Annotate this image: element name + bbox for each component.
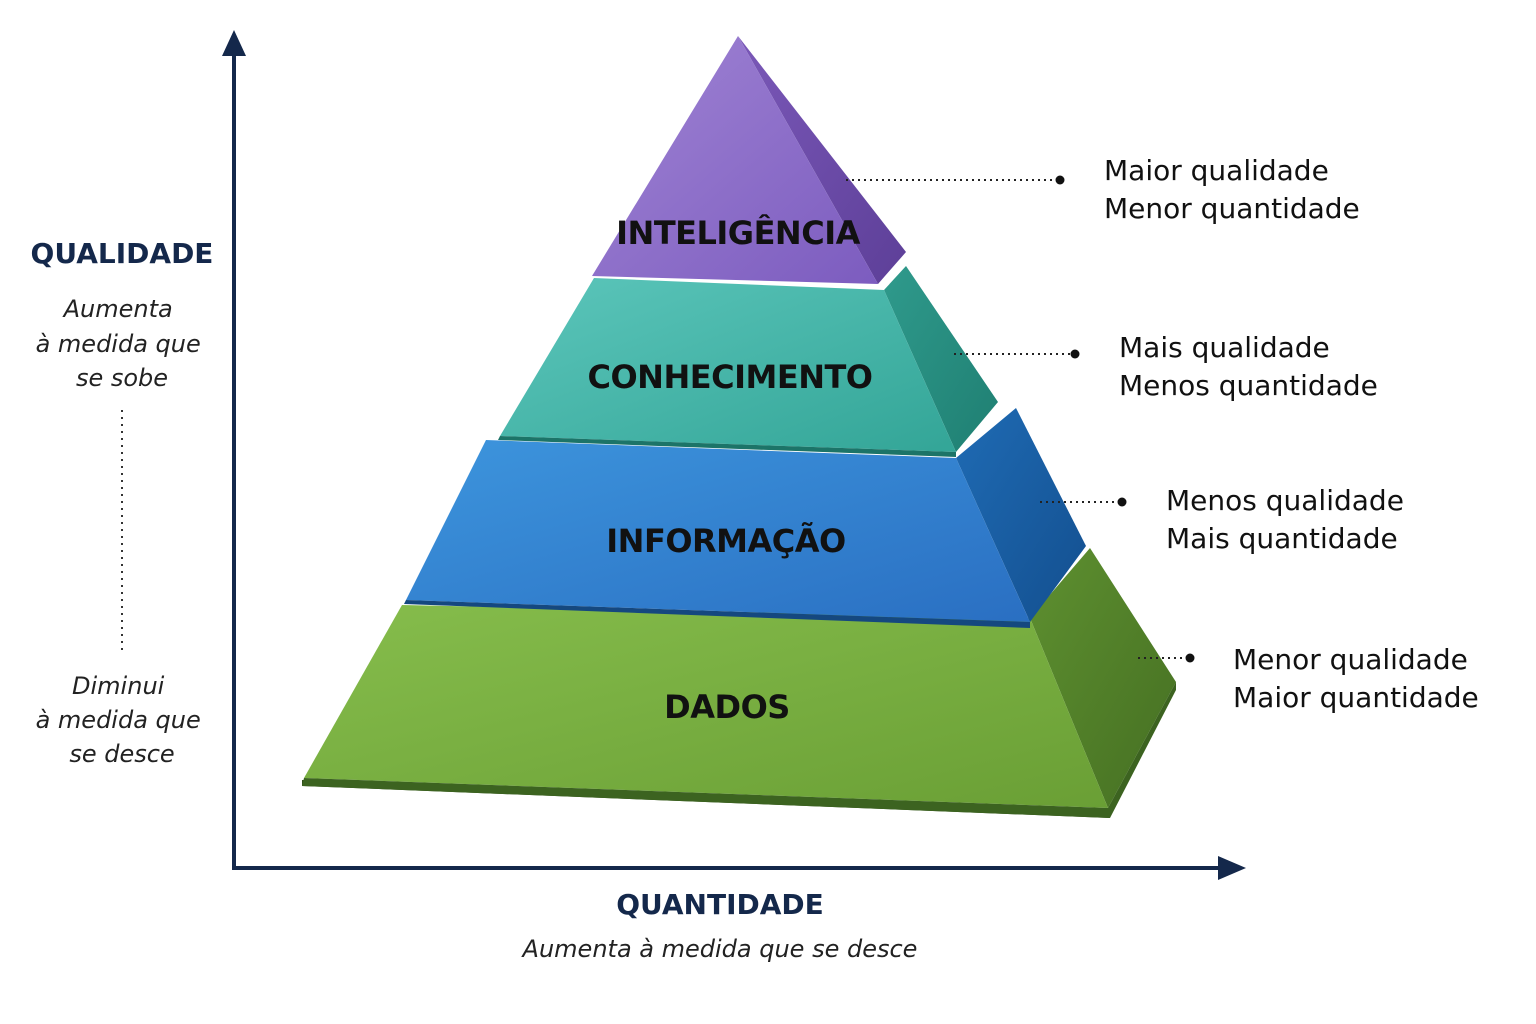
annotation-informacao: Menos qualidade Mais quantidade: [1040, 484, 1413, 555]
y-axis-title: QUALIDADE: [31, 237, 214, 270]
leader-dot: [1185, 653, 1195, 663]
level-conhecimento-bottom-edge: [498, 436, 956, 457]
y-axis-bottom-text: Diminui à medida que se desce: [36, 672, 209, 768]
level-conhecimento-label: CONHECIMENTO: [587, 358, 872, 396]
y-axis-arrow-icon: [222, 30, 246, 56]
level-dados: DADOS: [302, 548, 1176, 818]
level-conhecimento: CONHECIMENTO: [498, 266, 998, 457]
level-dados-label: DADOS: [664, 688, 790, 726]
x-axis-title: QUANTIDADE: [616, 888, 824, 921]
leader-dot: [1117, 497, 1127, 507]
level-dados-front: [304, 605, 1108, 808]
level-inteligencia-label: INTELIGÊNCIA: [616, 214, 860, 252]
annotation-text: Menos qualidade Mais quantidade: [1166, 484, 1413, 555]
level-informacao-front: [406, 440, 1030, 622]
annotation-dados: Menor qualidade Maior quantidade: [1138, 643, 1479, 714]
annotation-text: Menor qualidade Maior quantidade: [1233, 643, 1479, 714]
level-informacao: INFORMAÇÃO: [404, 408, 1086, 628]
x-axis-subtitle: Aumenta à medida que se desce: [521, 935, 918, 963]
x-axis-arrow-icon: [1218, 856, 1246, 880]
leader-dot: [1070, 349, 1080, 359]
annotation-conhecimento: Mais qualidade Menos quantidade: [954, 331, 1378, 402]
level-conhecimento-side: [884, 266, 998, 452]
annotation-inteligencia: Maior qualidade Menor quantidade: [846, 154, 1360, 225]
level-dados-side: [1030, 548, 1176, 808]
level-conhecimento-front: [500, 278, 956, 452]
y-axis-top-text: Aumenta à medida que se sobe: [36, 295, 209, 392]
level-informacao-side: [956, 408, 1086, 622]
x-axis: [232, 856, 1246, 880]
level-inteligencia: INTELIGÊNCIA: [592, 36, 906, 284]
annotation-text: Maior qualidade Menor quantidade: [1104, 154, 1360, 225]
y-axis: [222, 30, 246, 868]
level-informacao-label: INFORMAÇÃO: [606, 522, 845, 560]
annotation-text: Mais qualidade Menos quantidade: [1119, 331, 1378, 402]
level-inteligencia-front: [592, 36, 878, 284]
leader-dot: [1055, 175, 1065, 185]
level-inteligencia-side: [738, 36, 906, 284]
level-informacao-bottom-edge: [404, 600, 1030, 628]
